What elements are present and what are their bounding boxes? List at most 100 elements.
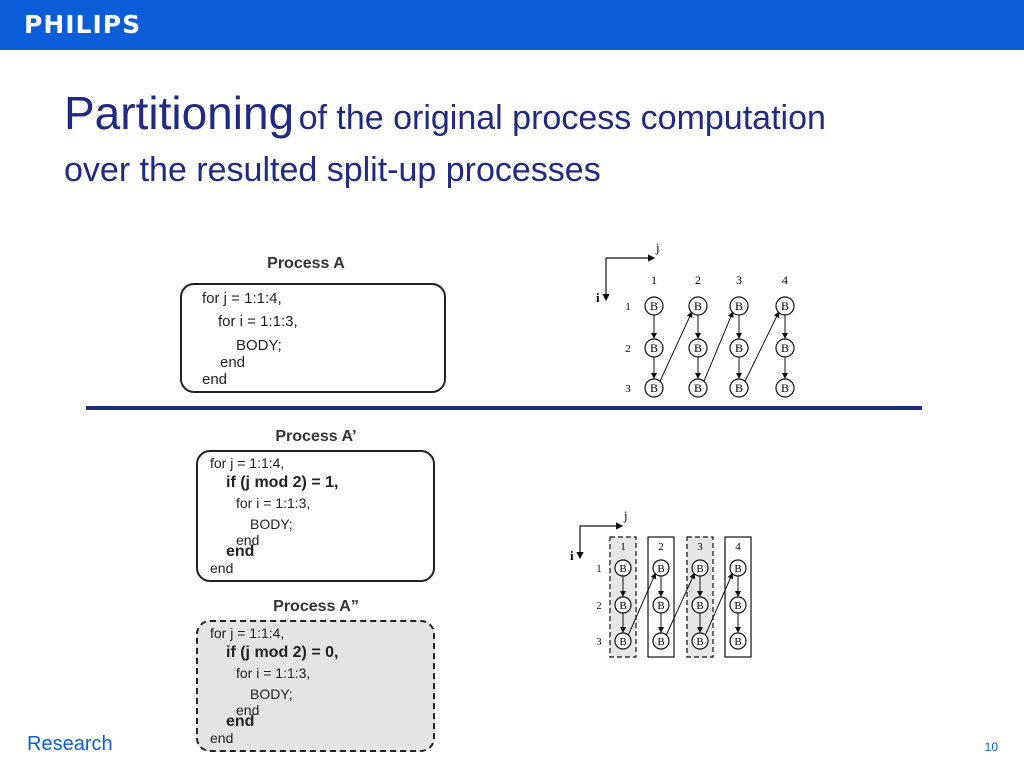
body-node-label: B [619, 636, 626, 648]
axis-i-label: i [596, 290, 600, 305]
code-line: end [226, 543, 255, 560]
code-line: BODY; [250, 686, 293, 702]
body-node-label: B [619, 563, 626, 575]
body-node [729, 296, 749, 316]
process-a-code-box: for j = 1:1:4, for i = 1:1:3, BODY; end … [180, 283, 446, 393]
column-label: 4 [735, 541, 741, 553]
page-number: 10 [984, 740, 998, 754]
dependency-arrow [658, 311, 693, 383]
body-node-label: B [734, 636, 741, 648]
code-line: if (j mod 2) = 1, [226, 474, 339, 491]
axis-j-label: j [623, 508, 628, 523]
body-node [614, 632, 632, 650]
process-a-label: Process A [267, 255, 345, 272]
body-node [652, 559, 670, 577]
body-node [688, 296, 708, 316]
body-node [729, 632, 747, 650]
body-node [644, 338, 664, 358]
code-line: for i = 1:1:3, [218, 313, 298, 330]
body-node-label: B [657, 600, 664, 612]
dependency-arrow [704, 572, 734, 637]
code-line: if (j mod 2) = 0, [226, 644, 339, 661]
top-bar: PHILIPS [0, 0, 1024, 50]
row-label: 3 [597, 637, 602, 648]
body-node-label: B [781, 299, 789, 313]
column-label: 3 [736, 273, 742, 287]
dependency-arrow [702, 311, 734, 383]
row-label: 2 [625, 343, 631, 355]
body-node [729, 338, 749, 358]
body-node [691, 559, 709, 577]
column-label: 1 [651, 273, 657, 287]
body-node-label: B [657, 636, 664, 648]
process-a2-code-box: for j = 1:1:4, if (j mod 2) = 0, for i =… [196, 620, 435, 752]
body-node [729, 378, 749, 398]
body-node [644, 378, 664, 398]
body-node [652, 596, 670, 614]
body-node [775, 378, 795, 398]
body-node-label: B [650, 381, 658, 395]
body-node-label: B [696, 563, 703, 575]
column-label: 3 [697, 541, 703, 553]
process-a1-code-box: for j = 1:1:4, if (j mod 2) = 1, for i =… [196, 450, 435, 582]
process-a2-label: Process A” [273, 598, 359, 615]
code-line: for j = 1:1:4, [210, 625, 285, 641]
body-node [729, 596, 747, 614]
axis-i-label: i [570, 548, 574, 563]
code-line: end [210, 560, 234, 576]
row-label: 3 [625, 383, 631, 395]
body-node [691, 596, 709, 614]
body-node-label: B [650, 299, 658, 313]
body-node-label: B [735, 299, 743, 313]
dependency-arrow [665, 572, 696, 637]
body-node-label: B [781, 381, 789, 395]
body-node-label: B [694, 299, 702, 313]
axis-j-label: j [655, 240, 660, 255]
body-node [691, 632, 709, 650]
code-line: end [236, 532, 260, 548]
body-node-label: B [696, 636, 703, 648]
code-line: end [236, 702, 260, 718]
body-node-label: B [619, 600, 626, 612]
body-node-label: B [781, 341, 789, 355]
body-node-label: B [735, 381, 743, 395]
body-node-label: B [694, 381, 702, 395]
title-main: Partitioning [64, 87, 295, 139]
code-line: end [220, 354, 246, 371]
body-node-label: B [657, 563, 664, 575]
column-label: 2 [695, 273, 701, 287]
body-node [775, 296, 795, 316]
body-node-label: B [734, 563, 741, 575]
row-label: 1 [597, 564, 602, 575]
footer-research: Research [27, 733, 113, 755]
body-node-label: B [696, 600, 703, 612]
code-line: end [226, 713, 255, 730]
code-line: end [210, 730, 234, 746]
body-node-label: B [734, 600, 741, 612]
section-divider [86, 406, 922, 410]
column-label: 2 [658, 541, 664, 553]
process-a1-label: Process A’ [275, 428, 357, 445]
code-line: BODY; [236, 337, 282, 354]
row-label: 2 [597, 601, 602, 612]
code-line: BODY; [250, 516, 293, 532]
body-node [688, 338, 708, 358]
code-line: end [202, 371, 228, 388]
column-label: 1 [620, 541, 626, 553]
body-node-label: B [694, 341, 702, 355]
body-node [652, 632, 670, 650]
row-label: 1 [625, 301, 631, 313]
body-node [775, 338, 795, 358]
body-node [614, 559, 632, 577]
dependency-arrow [743, 311, 780, 383]
code-line: for i = 1:1:3, [236, 665, 311, 681]
code-line: for j = 1:1:4, [210, 455, 285, 471]
body-node-label: B [650, 341, 658, 355]
title-rest: of the original process computation [298, 99, 826, 137]
body-node [729, 559, 747, 577]
brand-logo: PHILIPS [24, 10, 142, 39]
code-line: for j = 1:1:4, [202, 290, 282, 307]
title-line2: over the resulted split-up processes [64, 151, 601, 189]
